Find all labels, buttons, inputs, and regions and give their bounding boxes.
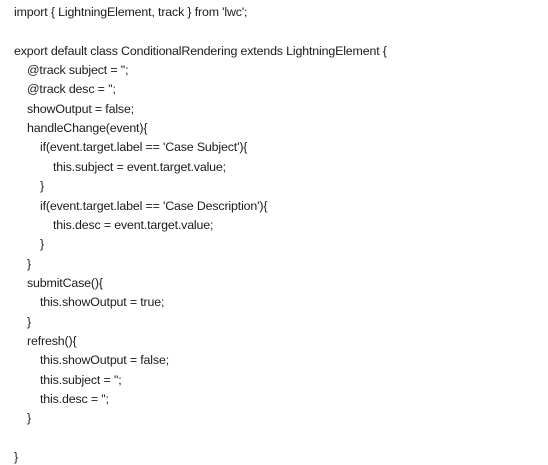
code-line: }: [14, 450, 18, 465]
code-line: @track subject = '';: [27, 63, 129, 78]
code-line: }: [27, 314, 31, 329]
code-line: if(event.target.label == 'Case Descripti…: [40, 198, 268, 213]
code-line: }: [27, 411, 31, 426]
code-line: refresh(){: [27, 333, 77, 348]
code-line: this.showOutput = false;: [40, 353, 169, 368]
code-line: this.desc = '';: [40, 392, 109, 406]
code-line: this.subject = event.target.value;: [53, 159, 226, 174]
code-line: handleChange(event){: [27, 121, 148, 136]
code-line: submitCase(){: [27, 275, 103, 290]
code-line: }: [27, 256, 31, 271]
code-line: this.desc = event.target.value;: [53, 217, 214, 232]
code-line: this.subject = '';: [40, 372, 122, 387]
code-line: this.showOutput = true;: [40, 295, 165, 310]
code-line: @track desc = '';: [27, 82, 116, 97]
code-line: showOutput = false;: [27, 101, 135, 116]
code-line: }: [40, 179, 44, 194]
code-line: if(event.target.label == 'Case Subject')…: [40, 140, 248, 155]
code-line: import { LightningElement, track } from …: [14, 5, 248, 19]
code-line: }: [40, 237, 44, 252]
code-line: export default class ConditionalRenderin…: [14, 43, 387, 58]
